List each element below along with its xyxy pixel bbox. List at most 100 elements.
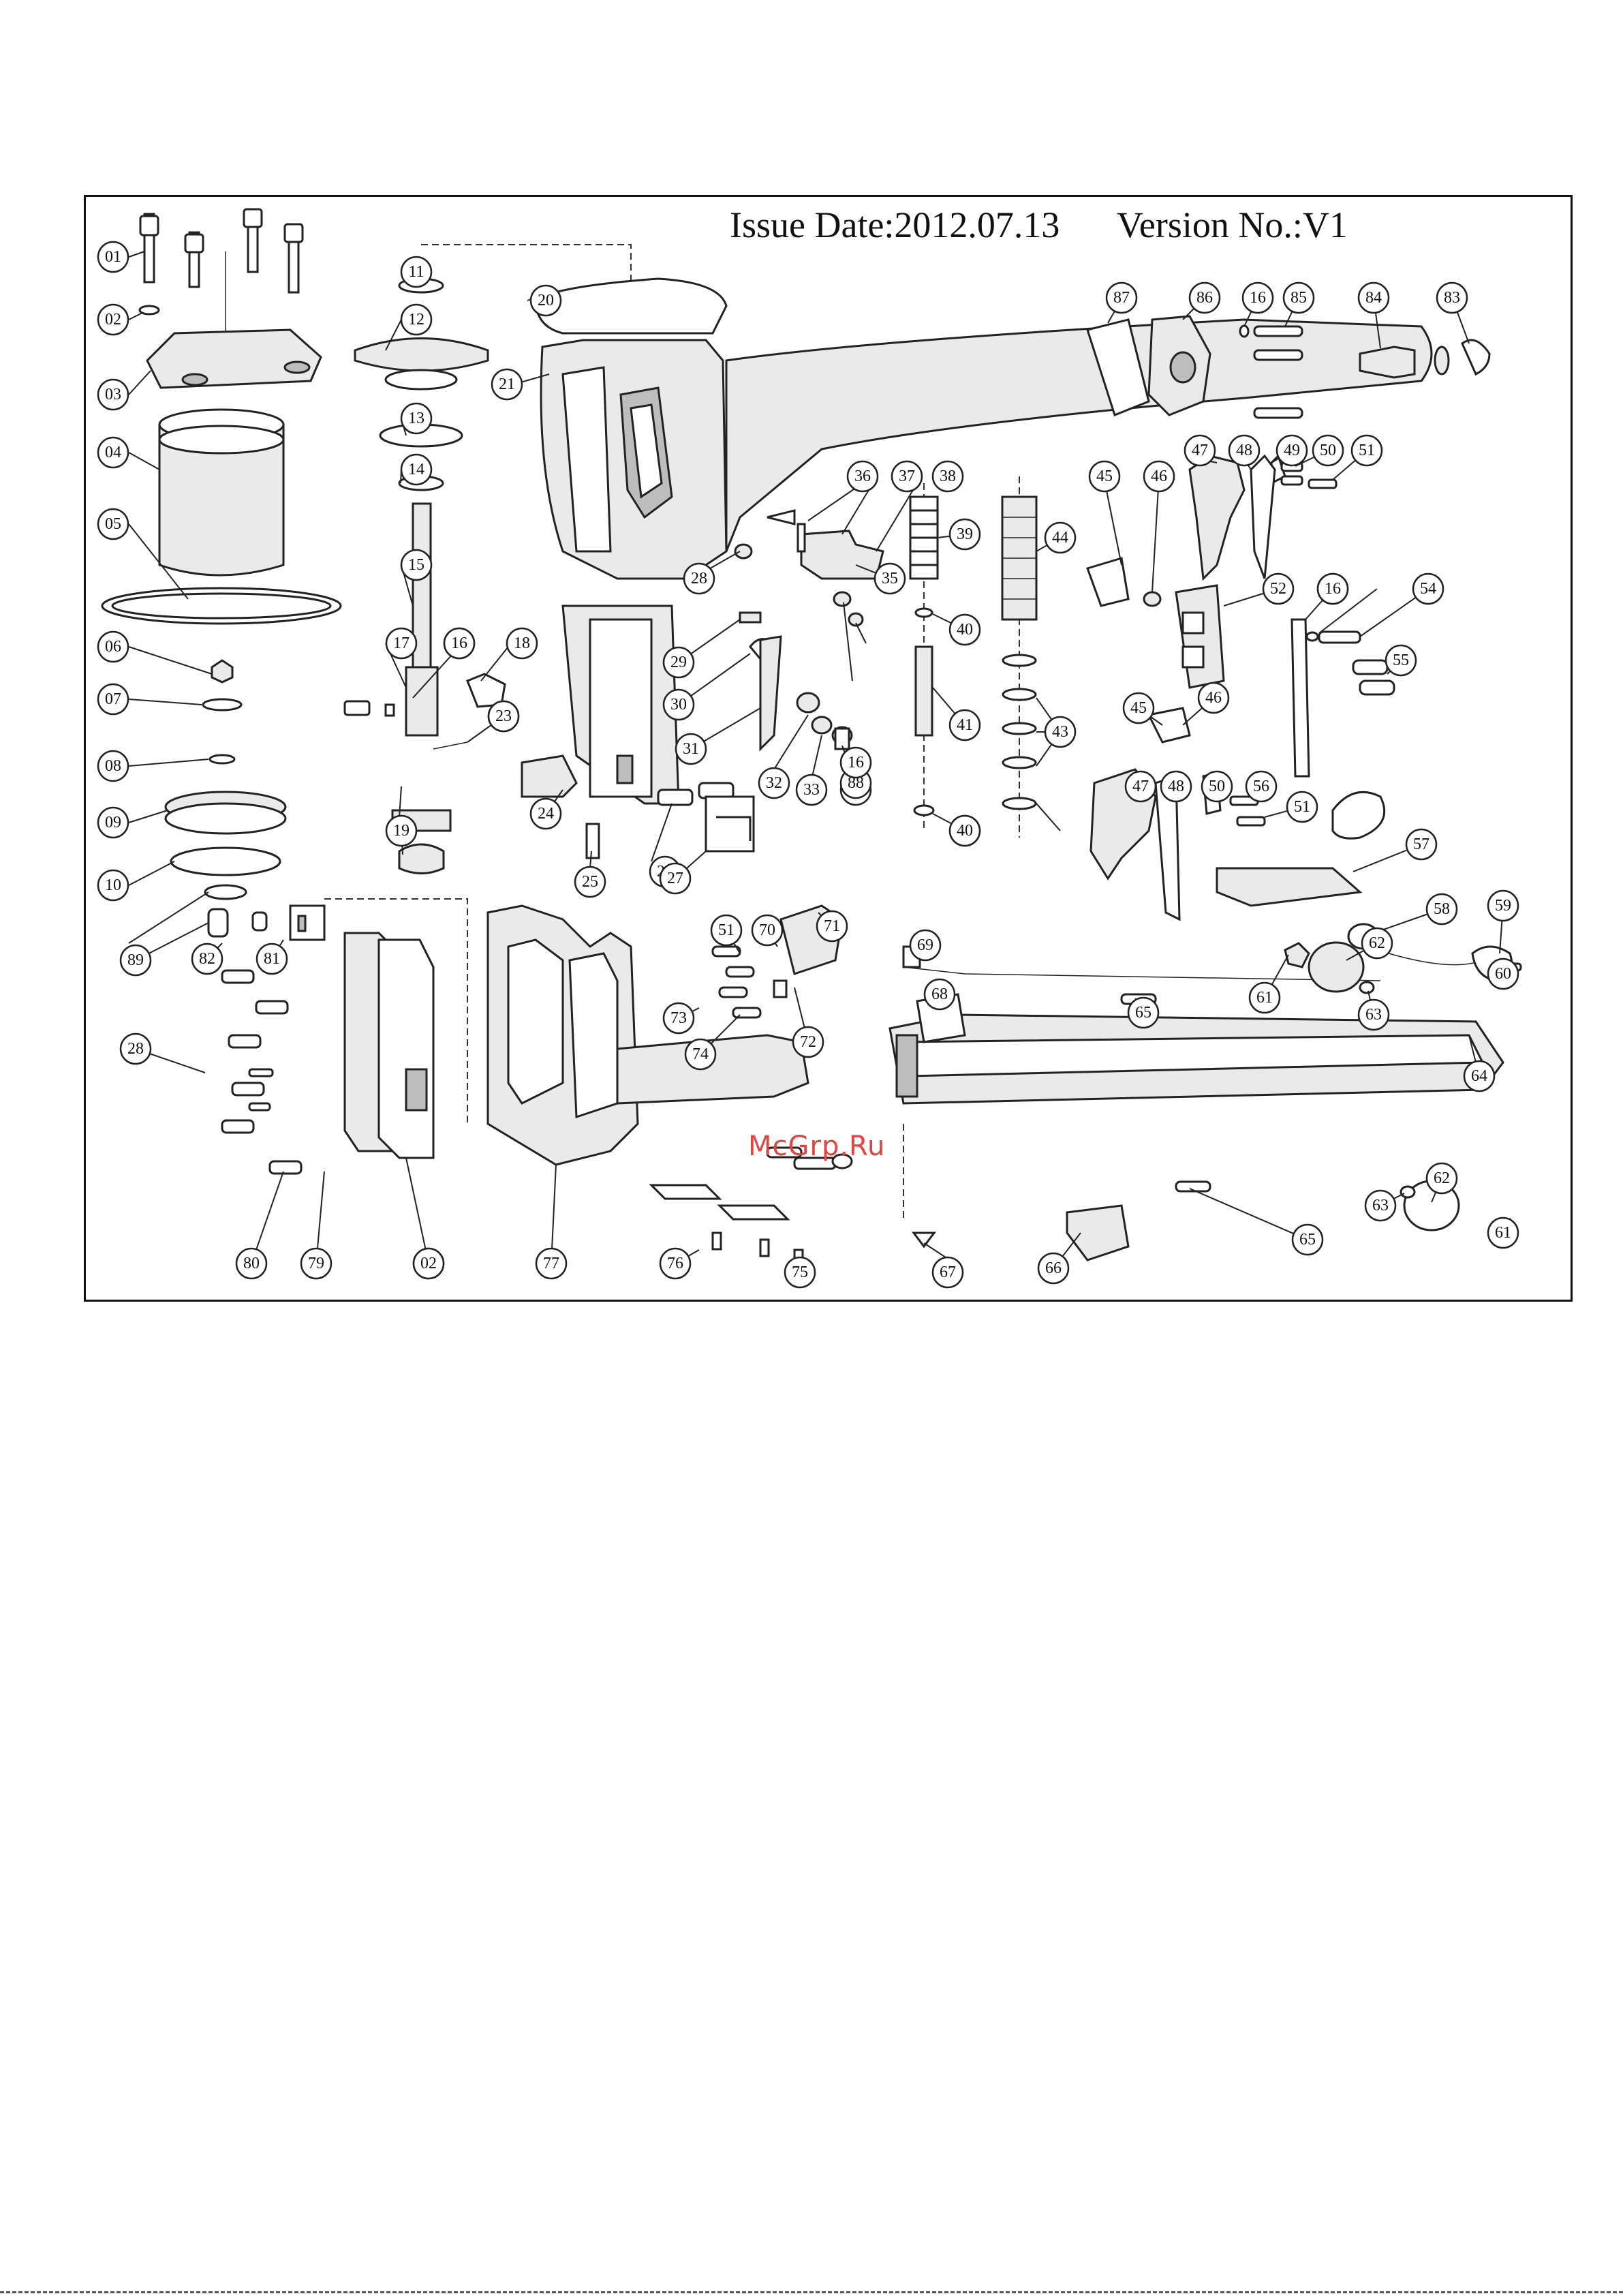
svg-text:80: 80 [243, 1255, 260, 1272]
svg-text:51: 51 [1359, 442, 1375, 459]
driver-shaft [412, 502, 432, 696]
part-label-61: 61 [1248, 981, 1281, 1014]
part-label-52: 52 [1262, 572, 1295, 605]
link-45 [1086, 557, 1130, 607]
part-label-57: 57 [1405, 828, 1438, 861]
svg-text:38: 38 [940, 468, 956, 485]
svg-text:74: 74 [692, 1045, 709, 1063]
magazine-arm [616, 1034, 809, 1105]
part-label-86: 86 [1188, 281, 1221, 314]
svg-text:68: 68 [931, 985, 948, 1003]
svg-text:54: 54 [1420, 580, 1436, 598]
part-label-84: 84 [1357, 281, 1390, 314]
svg-text:08: 08 [105, 757, 121, 775]
diagram-header: Issue Date:2012.07.13 Version No.:V1 [730, 204, 1348, 246]
svg-text:48: 48 [1236, 442, 1252, 459]
part-label-16: 16 [1241, 281, 1274, 314]
part-label-28: 28 [119, 1032, 152, 1065]
part-label-35: 35 [874, 562, 906, 595]
part-label-23: 23 [487, 700, 520, 733]
part-label-15: 15 [400, 549, 433, 581]
svg-text:57: 57 [1413, 836, 1429, 853]
svg-text:20: 20 [538, 292, 554, 309]
svg-text:51: 51 [718, 921, 735, 939]
svg-text:64: 64 [1471, 1067, 1487, 1085]
svg-text:70: 70 [759, 921, 775, 939]
svg-text:36: 36 [854, 468, 871, 485]
part-label-21: 21 [491, 368, 523, 401]
part-label-17: 17 [385, 627, 418, 660]
latch-47 [1188, 455, 1246, 581]
part-label-47: 47 [1184, 434, 1216, 467]
svg-text:47: 47 [1132, 778, 1149, 795]
svg-text:86: 86 [1196, 289, 1213, 307]
part-label-61: 61 [1487, 1216, 1519, 1249]
svg-text:47: 47 [1192, 442, 1208, 459]
part-label-58: 58 [1425, 893, 1458, 925]
svg-text:14: 14 [408, 461, 424, 478]
part-label-44: 44 [1044, 521, 1077, 554]
part-label-79: 79 [300, 1247, 333, 1280]
svg-text:82: 82 [199, 950, 215, 968]
svg-text:03: 03 [105, 386, 121, 403]
svg-text:18: 18 [514, 634, 530, 652]
svg-text:09: 09 [105, 814, 121, 831]
part-label-82: 82 [191, 943, 223, 975]
svg-text:84: 84 [1365, 289, 1382, 307]
part-label-48: 48 [1228, 434, 1261, 467]
part-label-03: 03 [97, 378, 129, 411]
svg-text:40: 40 [957, 621, 973, 639]
svg-text:48: 48 [1168, 778, 1184, 795]
svg-text:30: 30 [670, 696, 687, 714]
part-label-16: 16 [1316, 572, 1349, 605]
part-label-65: 65 [1291, 1223, 1324, 1256]
head-valve [354, 337, 489, 372]
part-label-10: 10 [97, 869, 129, 902]
svg-text:15: 15 [408, 556, 424, 574]
svg-text:16: 16 [451, 634, 467, 652]
svg-text:16: 16 [1325, 580, 1341, 598]
part-label-19: 19 [385, 814, 418, 847]
part-label-08: 08 [97, 750, 129, 782]
svg-text:44: 44 [1052, 529, 1068, 547]
bar-76 [649, 1184, 722, 1200]
part-label-51: 51 [710, 914, 743, 947]
part-label-74: 74 [684, 1038, 717, 1071]
part-label-76: 76 [659, 1247, 692, 1280]
svg-text:13: 13 [408, 410, 424, 427]
svg-text:62: 62 [1434, 1169, 1450, 1187]
svg-text:24: 24 [538, 805, 554, 823]
link-45b [1147, 707, 1191, 744]
svg-text:33: 33 [803, 781, 820, 799]
housing-gasket [534, 277, 728, 335]
exploded-parts-diagram: Issue Date:2012.07.13 Version No.:V1 [84, 195, 1573, 1302]
svg-text:12: 12 [408, 311, 424, 328]
svg-text:45: 45 [1130, 699, 1147, 717]
part-label-25: 25 [574, 866, 606, 898]
cylinder-cap [146, 328, 322, 389]
part-label-09: 09 [97, 806, 129, 839]
svg-text:39: 39 [957, 525, 973, 543]
part-label-24: 24 [529, 797, 562, 830]
part-label-46: 46 [1143, 460, 1175, 493]
part-label-72: 72 [792, 1026, 824, 1058]
part-label-54: 54 [1412, 572, 1444, 605]
svg-text:56: 56 [1253, 778, 1269, 795]
trigger-lever [800, 530, 884, 580]
trigger [759, 635, 782, 752]
part-label-51: 51 [1286, 791, 1318, 823]
svg-text:52: 52 [1270, 580, 1286, 598]
pusher-57 [1216, 867, 1363, 907]
part-label-66: 66 [1037, 1252, 1070, 1285]
svg-text:51: 51 [1294, 798, 1310, 816]
svg-text:11: 11 [408, 263, 424, 281]
spring-39 [909, 495, 939, 580]
part-label-50: 50 [1201, 770, 1233, 803]
svg-text:06: 06 [105, 638, 121, 656]
part-label-12: 12 [400, 303, 433, 336]
part-label-40: 40 [948, 613, 981, 646]
svg-text:50: 50 [1320, 442, 1336, 459]
part-label-65: 65 [1127, 996, 1160, 1029]
svg-text:01: 01 [105, 248, 121, 266]
svg-text:76: 76 [667, 1255, 683, 1272]
